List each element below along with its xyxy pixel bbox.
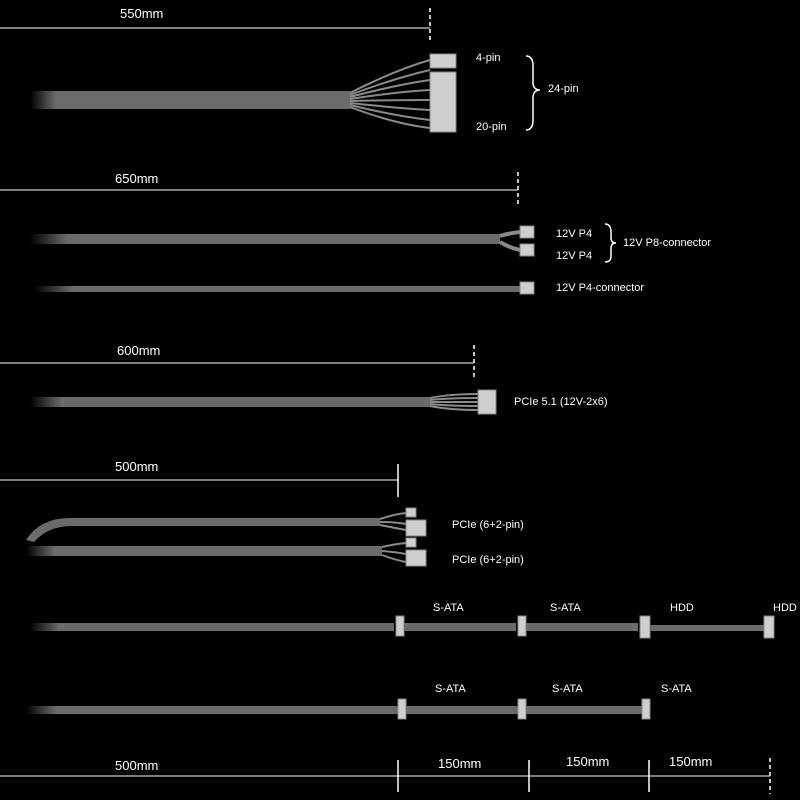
connector-p4-single bbox=[519, 281, 535, 295]
cable-p8-split-bottom bbox=[498, 240, 521, 252]
label-24pin: 24-pin bbox=[548, 83, 579, 95]
connector-p4-top bbox=[519, 225, 535, 239]
label-p4-top: 12V P4 bbox=[556, 228, 592, 240]
label-p4-bottom: 12V P4 bbox=[556, 250, 592, 262]
label-sata-hdd-1: S-ATA bbox=[433, 602, 464, 614]
label-20pin: 20-pin bbox=[476, 121, 507, 133]
connector-sata-hdd-2 bbox=[517, 615, 527, 637]
length-label-500-top: 500mm bbox=[115, 459, 158, 474]
label-p4-single: 12V P4-connector bbox=[556, 282, 644, 294]
scale-label-2: 150mm bbox=[438, 756, 481, 771]
connector-sata-1 bbox=[397, 698, 407, 720]
connector-pcie2-main bbox=[405, 549, 427, 567]
length-label-550: 550mm bbox=[120, 6, 163, 21]
label-hdd-2: HDD bbox=[773, 602, 797, 614]
cable-24pin-sleeve bbox=[30, 91, 350, 109]
label-sata-3: S-ATA bbox=[661, 683, 692, 695]
cable-24pin-wires bbox=[349, 59, 431, 129]
cable-p4-sleeve bbox=[34, 286, 520, 292]
cable-pcie51-sleeve bbox=[30, 397, 430, 407]
connector-sata-3 bbox=[641, 698, 651, 720]
label-hdd-1: HDD bbox=[670, 602, 694, 614]
length-label-600: 600mm bbox=[117, 343, 160, 358]
connector-4pin bbox=[429, 53, 457, 69]
connector-sata-2 bbox=[517, 698, 527, 720]
connector-pcie1-plus2 bbox=[405, 507, 417, 518]
label-4pin: 4-pin bbox=[476, 52, 500, 64]
bottom-scale: 500mm 150mm 150mm 150mm bbox=[0, 754, 771, 794]
connector-pcie2-plus2 bbox=[405, 537, 417, 548]
cable-24pin-group: 550mm 4-pin 20-pin 24-pin bbox=[0, 6, 579, 133]
cable-sata-hdd-group: S-ATA S-ATA HDD HDD bbox=[30, 602, 797, 639]
cable-sata-group: S-ATA S-ATA S-ATA bbox=[26, 683, 692, 720]
cable-pcie-group: 500mm PCIe (6+2-pin) PCIe (6+2-pin) bbox=[0, 459, 524, 567]
label-pcie1: PCIe (6+2-pin) bbox=[452, 519, 524, 531]
label-pcie2: PCIe (6+2-pin) bbox=[452, 554, 524, 566]
connector-p4-bottom bbox=[519, 243, 535, 257]
label-pcie51: PCIe 5.1 (12V-2x6) bbox=[514, 396, 608, 408]
label-sata-hdd-2: S-ATA bbox=[550, 602, 581, 614]
connector-20pin bbox=[429, 71, 457, 133]
connector-sata-hdd-1 bbox=[395, 615, 405, 637]
connector-pcie1-main bbox=[405, 519, 427, 537]
connector-hdd-2 bbox=[763, 615, 775, 639]
cable-cpu-group: 650mm 12V P4 12V P4 12V P8-connector 12V… bbox=[0, 171, 711, 295]
length-label-650: 650mm bbox=[115, 171, 158, 186]
scale-label-3: 150mm bbox=[566, 754, 609, 769]
cable-pcie1-sleeve bbox=[26, 518, 380, 542]
connector-hdd-1 bbox=[639, 615, 651, 639]
brace-p8 bbox=[604, 223, 617, 263]
connector-pcie51 bbox=[477, 389, 497, 415]
scale-label-4: 150mm bbox=[669, 754, 712, 769]
cable-pcie1-wires bbox=[379, 512, 407, 531]
cable-sata-seg1 bbox=[406, 706, 518, 714]
cable-pcie2-sleeve bbox=[26, 546, 382, 556]
cable-pcie2-wires bbox=[381, 542, 407, 563]
cable-sata-hdd-seg3 bbox=[650, 625, 764, 631]
cable-p8-sleeve bbox=[30, 234, 500, 244]
label-sata-2: S-ATA bbox=[552, 683, 583, 695]
cable-sata-sleeve bbox=[26, 706, 398, 714]
cable-sata-hdd-seg1 bbox=[404, 623, 516, 631]
cable-sata-hdd-sleeve bbox=[30, 623, 394, 631]
brace-24pin bbox=[525, 55, 541, 131]
cable-sata-hdd-seg2 bbox=[526, 623, 638, 631]
label-p8-group: 12V P8-connector bbox=[623, 237, 711, 249]
label-sata-1: S-ATA bbox=[435, 683, 466, 695]
cable-p8-split-top bbox=[499, 230, 521, 238]
cable-pcie51-wires bbox=[429, 393, 479, 411]
cable-pcie51-group: 600mm PCIe 5.1 (12V-2x6) bbox=[0, 343, 608, 415]
scale-label-1: 500mm bbox=[115, 758, 158, 773]
cable-sata-seg2 bbox=[526, 706, 642, 714]
